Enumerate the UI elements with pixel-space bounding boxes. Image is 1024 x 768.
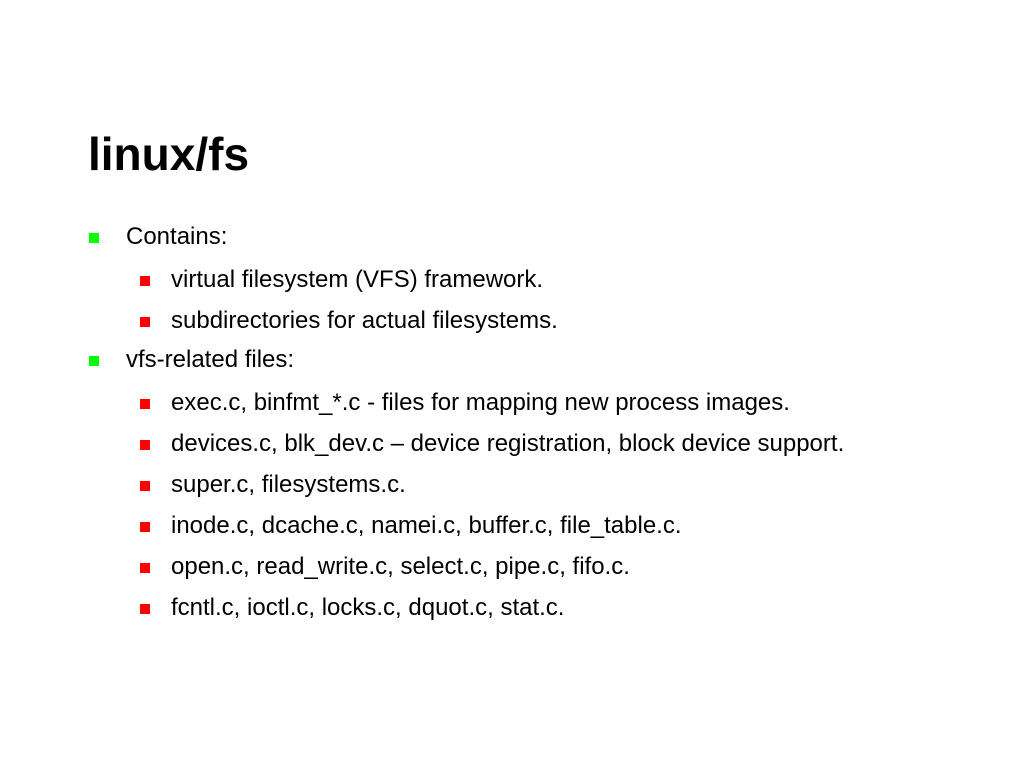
sub-bullet-item: open.c, read_write.c, select.c, pipe.c, … bbox=[88, 550, 891, 584]
sub-bullet-item: subdirectories for actual filesystems. bbox=[88, 304, 891, 338]
sub-bullet-item: inode.c, dcache.c, namei.c, buffer.c, fi… bbox=[88, 509, 891, 543]
slide-title: linux/fs bbox=[88, 128, 250, 180]
sub-bullet-text: super.c, filesystems.c. bbox=[171, 471, 406, 498]
sub-bullet-text: devices.c, blk_dev.c – device registrati… bbox=[171, 430, 845, 457]
sub-bullet-item: exec.c, binfmt_*.c - files for mapping n… bbox=[88, 386, 891, 420]
bullet-text: Contains: bbox=[126, 223, 228, 250]
sub-bullet-text: virtual filesystem (VFS) framework. bbox=[171, 266, 544, 293]
sub-bullet-text: subdirectories for actual filesystems. bbox=[171, 307, 558, 334]
square-bullet-icon bbox=[140, 440, 150, 450]
bullet-text: vfs-related files: bbox=[126, 346, 295, 373]
square-bullet-icon bbox=[89, 356, 99, 366]
sub-bullet-item: fcntl.c, ioctl.c, locks.c, dquot.c, stat… bbox=[88, 591, 891, 625]
square-bullet-icon bbox=[140, 522, 150, 532]
sub-bullet-text: fcntl.c, ioctl.c, locks.c, dquot.c, stat… bbox=[171, 594, 565, 621]
sub-bullet-item: virtual filesystem (VFS) framework. bbox=[88, 263, 891, 297]
square-bullet-icon bbox=[89, 233, 99, 243]
bullet-item: vfs-related files: bbox=[88, 345, 968, 375]
sub-bullet-text: open.c, read_write.c, select.c, pipe.c, … bbox=[171, 553, 630, 580]
bullet-item: Contains: bbox=[88, 222, 968, 252]
square-bullet-icon bbox=[140, 317, 150, 327]
square-bullet-icon bbox=[140, 481, 150, 491]
bullet-list: Contains: virtual filesystem (VFS) frame… bbox=[88, 222, 968, 632]
square-bullet-icon bbox=[140, 604, 150, 614]
sub-bullet-text: exec.c, binfmt_*.c - files for mapping n… bbox=[171, 389, 790, 416]
sub-bullet-text: inode.c, dcache.c, namei.c, buffer.c, fi… bbox=[171, 512, 682, 539]
square-bullet-icon bbox=[140, 399, 150, 409]
sub-bullet-item: super.c, filesystems.c. bbox=[88, 468, 891, 502]
sub-bullet-item: devices.c, blk_dev.c – device registrati… bbox=[88, 427, 891, 461]
square-bullet-icon bbox=[140, 276, 150, 286]
square-bullet-icon bbox=[140, 563, 150, 573]
